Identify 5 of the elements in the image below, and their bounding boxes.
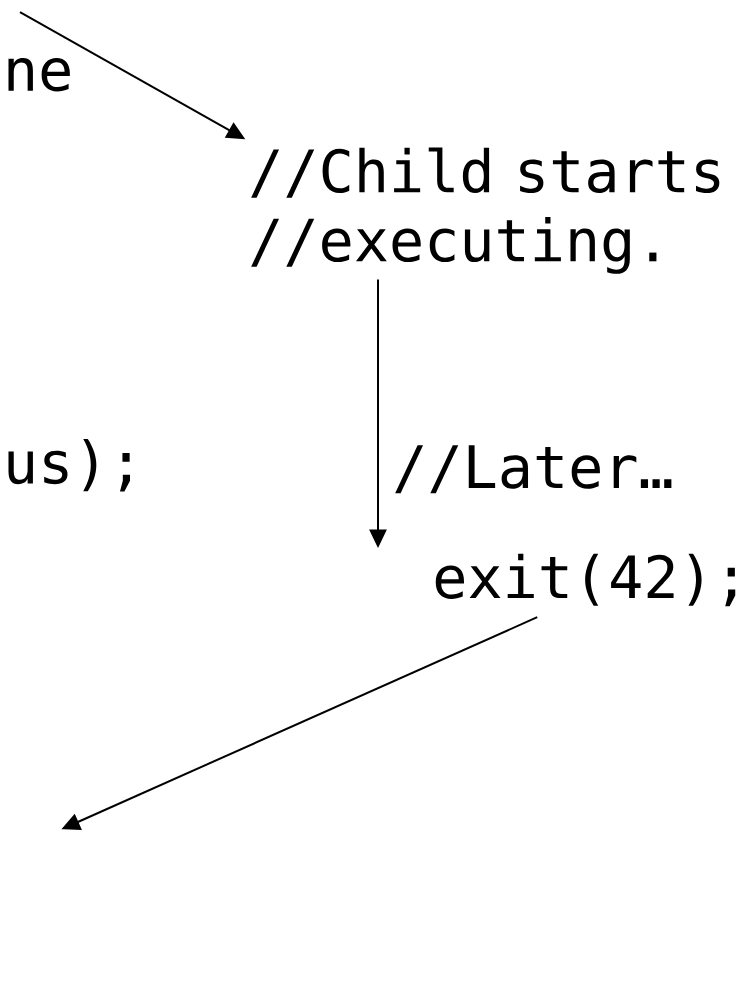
cut-off-code-text: us); bbox=[8, 439, 130, 492]
edge-label: //Later… bbox=[395, 445, 672, 494]
code-text: exit(42); bbox=[435, 553, 736, 607]
code-text: //Child starts //executing. bbox=[251, 147, 720, 274]
cut-off-code-text: ne bbox=[8, 57, 70, 92]
